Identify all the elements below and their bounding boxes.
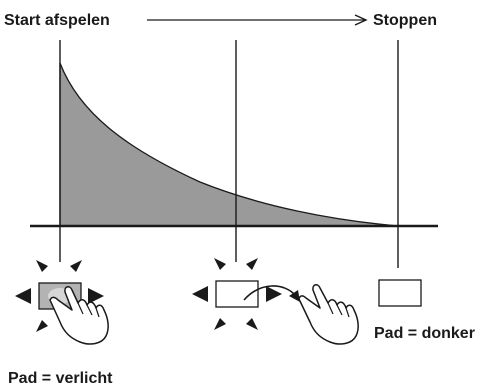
start-label: Start afspelen xyxy=(4,12,110,29)
pad-dark-label: Pad = donker xyxy=(374,325,475,342)
starburst-arrows-icon-mid xyxy=(192,258,282,330)
stop-label: Stoppen xyxy=(373,12,437,29)
curved-arrow-icon xyxy=(243,285,297,301)
pad-dark xyxy=(378,279,422,307)
pad-lit-group xyxy=(15,260,109,345)
pad-mid-group xyxy=(192,258,359,345)
decay-curve-area xyxy=(59,62,399,227)
curved-arrow-head xyxy=(289,290,300,302)
pointing-hand-icon xyxy=(49,286,109,345)
pad-lit-label: Pad = verlicht xyxy=(8,370,113,387)
pointing-hand-icon-release xyxy=(298,284,359,345)
pad-mid xyxy=(215,280,259,308)
